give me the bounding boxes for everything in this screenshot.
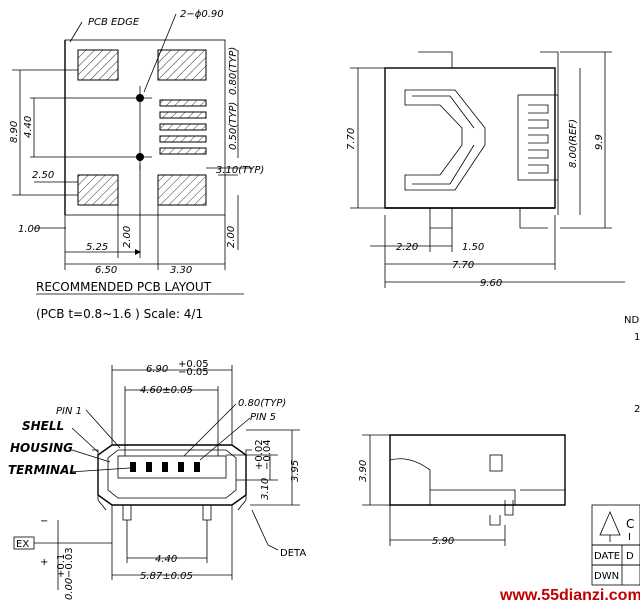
note-1: 1 — [634, 332, 640, 343]
terminal-pins — [130, 462, 200, 472]
top-dim-7-70-vertical: 7.70 — [346, 128, 357, 150]
note-nd: ND — [624, 315, 639, 326]
top-dim-8-00-ref: 8.00(REF) — [568, 119, 579, 168]
pcb-layout-subtitle: (PCB t=0.8~1.6 ) Scale: 4/1 — [36, 307, 203, 321]
shell-pad-bottom-right — [157, 174, 207, 206]
dim-2-50: 2.50 — [32, 170, 54, 181]
front-dim-4-60: 4.60±0.05 — [140, 385, 193, 396]
front-tol-3-10-dn: −0.04 — [262, 439, 273, 470]
minus-label: − — [40, 516, 48, 527]
pin1-label: PIN 1 — [56, 406, 82, 417]
dim-5-25: 5.25 — [86, 242, 108, 253]
pcb-layout-title: RECOMMENDED PCB LAYOUT — [36, 280, 212, 294]
detail-label: DETA — [280, 548, 306, 559]
title-block: C I DATE D DWN — [591, 504, 640, 586]
top-dim-7-70: 7.70 — [452, 260, 474, 271]
terminal-block — [117, 455, 227, 479]
pcb-layout: PCB EDGE 2−ϕ0.90 0.80(TYP) 0.50(TYP) 3.1… — [9, 9, 264, 321]
brand-sub: I — [628, 532, 631, 543]
dim-4-40: 4.40 — [23, 116, 34, 138]
dim-1-00: 1.00 — [18, 224, 40, 235]
plus-label: + — [40, 557, 48, 568]
housing-outline — [107, 449, 237, 499]
watermark: www.55dianzi.com — [499, 587, 640, 604]
date-value: D — [626, 551, 634, 562]
note-2: 2 — [634, 404, 640, 415]
front-dim-4-40: 4.40 — [155, 554, 177, 565]
drawn-label: DWN — [594, 571, 619, 582]
signal-pads — [159, 99, 207, 155]
front-view: 6.90 +0.05 −0.05 4.60±0.05 0.80(TYP) PIN… — [8, 359, 306, 600]
pad-width-label: 0.50(TYP) — [228, 102, 239, 150]
side-view: 3.90 5.90 — [358, 434, 566, 547]
shell-outline — [97, 444, 247, 506]
dim-2-00-right: 2.00 — [226, 226, 237, 248]
top-dim-1-50: 1.50 — [462, 242, 484, 253]
front-tol-6-90-up: +0.05 — [178, 359, 209, 370]
top-view: 7.70 2.20 1.50 7.70 9.60 8.00(REF) 9.9 — [346, 51, 625, 289]
front-pitch-label: 0.80(TYP) — [238, 398, 286, 409]
top-dim-9-9: 9.9 — [594, 134, 605, 150]
shell-pad-top-right — [157, 49, 207, 81]
front-dim-3-95: 3.95 — [290, 460, 301, 482]
hole-callout: 2−ϕ0.90 — [180, 9, 224, 20]
shell-pad-top-left — [77, 49, 119, 81]
side-dim-3-90: 3.90 — [358, 460, 369, 482]
ex-label: EX — [16, 539, 29, 550]
dim-8-90: 8.90 — [9, 121, 20, 143]
top-view-body — [384, 67, 556, 209]
top-dim-2-20: 2.20 — [396, 242, 418, 253]
shell-label: SHELL — [22, 419, 64, 433]
side-dim-5-90: 5.90 — [432, 536, 454, 547]
tree-logo-icon — [599, 510, 621, 536]
dim-3-30: 3.30 — [170, 265, 192, 276]
top-dim-9-60: 9.60 — [480, 278, 502, 289]
dim-2-00-left: 2.00 — [122, 226, 133, 248]
dim-6-50: 6.50 — [95, 265, 117, 276]
front-tol-zero-up: +0.1 — [56, 554, 67, 578]
housing-label: HOUSING — [10, 441, 73, 455]
front-dim-3-10: 3.10 — [260, 478, 271, 500]
front-tol-6-90-dn: −0.05 — [178, 367, 209, 378]
front-dim-5-87: 5.87±0.05 — [140, 571, 193, 582]
front-dim-6-90: 6.90 — [146, 364, 168, 375]
pcb-edge-label: PCB EDGE — [88, 17, 140, 28]
front-tol-zero-dn: −0.03 — [64, 547, 75, 578]
front-dim-zero: 0.00 — [64, 578, 75, 600]
pad-length-label: 3.10(TYP) — [216, 165, 264, 176]
front-tol-3-10-up: +0.02 — [254, 439, 265, 470]
shell-pad-bottom-left — [77, 174, 119, 206]
pin5-label: PIN 5 — [250, 412, 276, 423]
brand-letter: C — [626, 517, 634, 531]
pitch-label: 0.80(TYP) — [228, 47, 239, 95]
date-label: DATE — [594, 551, 620, 562]
side-view-body — [389, 434, 566, 506]
terminal-label: TERMINAL — [8, 463, 77, 477]
